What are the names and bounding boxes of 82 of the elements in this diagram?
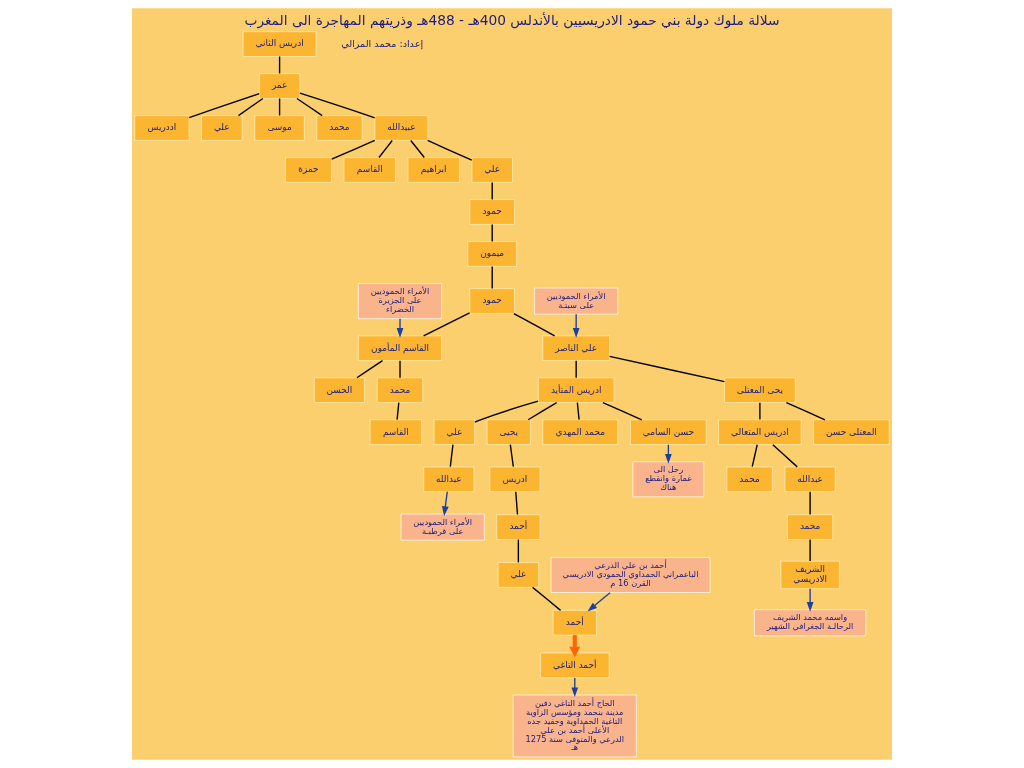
connector (449, 443, 454, 468)
node-box: ادريس المتأيد (537, 377, 615, 403)
connector (575, 359, 577, 379)
node-box: محمد المهدي (542, 419, 619, 445)
node-box: علي (201, 115, 243, 141)
node-box: علي (497, 562, 539, 588)
node-box: القاسم (343, 157, 396, 183)
connector (296, 97, 323, 117)
connector (576, 401, 580, 421)
node-box: محمد (376, 377, 424, 403)
arrow (806, 588, 814, 612)
diagram-title: سلالة ملوك دولة بني حمود الادريسيين بالأندلس 400هـ - 488هـ وذريتهم المهاجرة الى المغرب (244, 11, 780, 28)
connector (531, 586, 562, 612)
node-box: ادريس الثاني (242, 31, 317, 57)
connector (608, 355, 726, 383)
connector (785, 401, 826, 421)
node-box: رحل الى غمارة وانقطع هناك (632, 461, 705, 498)
connector (188, 92, 260, 119)
node-box: عمر (258, 73, 301, 99)
node-box: علي (433, 419, 475, 445)
connector (602, 401, 643, 421)
node-box: محمد (726, 466, 773, 493)
node-box: الأمراء الحموديين على قرطبـة (400, 513, 485, 541)
connector (330, 139, 376, 160)
connector (474, 400, 539, 423)
node-box: المعتلى حسن (813, 419, 890, 445)
node-box: ادريس المتعالي (718, 419, 802, 445)
connector (356, 359, 384, 379)
node-box: محمد (316, 115, 363, 141)
node-box: يحيى (486, 419, 531, 445)
connector (410, 139, 425, 159)
node-box: علي الناصر (542, 335, 610, 361)
node-box: القاسم المأمون (358, 335, 442, 361)
connector (509, 443, 514, 468)
node-box: القاسم (369, 419, 423, 445)
node-box: ميمون (467, 241, 517, 267)
connector (426, 139, 473, 161)
connector (491, 265, 493, 290)
connector (299, 92, 376, 119)
connector (513, 312, 556, 337)
node-box: أحمد بن علي الدرعي الباعمراني الحمداوي الحمودي الادريسي القرن 16 م (550, 557, 711, 593)
connector (809, 491, 811, 516)
node-box: حسن السامي (630, 419, 707, 445)
node-box: أحمد (552, 610, 597, 636)
node-box: عبدالله (784, 466, 836, 493)
arrow (587, 591, 611, 612)
arrow (396, 318, 404, 338)
node-box: حمود (469, 199, 515, 225)
node-box: الشريف الادريسي (780, 560, 840, 590)
arrow (442, 491, 449, 516)
node-box: ادريس (489, 466, 541, 493)
node-box: حمود (469, 288, 515, 314)
node-box: علي (471, 157, 513, 183)
node-box: حمزة (285, 157, 332, 183)
node-box: ابراهيم (407, 157, 460, 183)
arrow (572, 313, 580, 338)
node-box: اددريس (134, 115, 190, 141)
connector (517, 538, 520, 564)
connector (809, 538, 811, 562)
label: إعداد: محمد المزالي (341, 37, 424, 49)
node-box: عبدالله (423, 466, 475, 493)
node-box: الأمراء الحموديين على سبتـة (534, 287, 619, 315)
connector (527, 401, 558, 421)
connector (759, 401, 761, 421)
connector (399, 359, 401, 379)
connector (378, 139, 393, 159)
node-box: أحمد التاغي (540, 652, 610, 679)
node-box: محمد (787, 514, 834, 540)
connector (237, 97, 264, 117)
node-box: يحى المعتلى (724, 377, 796, 403)
connector (396, 401, 400, 421)
node-box: الحسن (314, 377, 365, 403)
connector (515, 491, 519, 516)
connector (422, 312, 471, 337)
node-box: عبيدالله (374, 115, 429, 141)
node-box: الأمراء الحموديين على الجزيرة الخضراء (358, 283, 442, 319)
connector (772, 443, 798, 468)
node-box: موسى (254, 115, 305, 141)
connector (751, 443, 758, 468)
node-box: واسمه محمد الشريف الرحالـة الجغرافي الشهير (754, 609, 867, 637)
node-box: أحمد (496, 514, 541, 540)
node-box: الحاج أحمد التاغي دفين مدينة بنحمد ومؤسس الزاوية التاغية الحمداوية وحفيد جده الأعلى أحمد بن علي الدرعي والمتوفى سنة 1275 هـ (512, 694, 637, 758)
